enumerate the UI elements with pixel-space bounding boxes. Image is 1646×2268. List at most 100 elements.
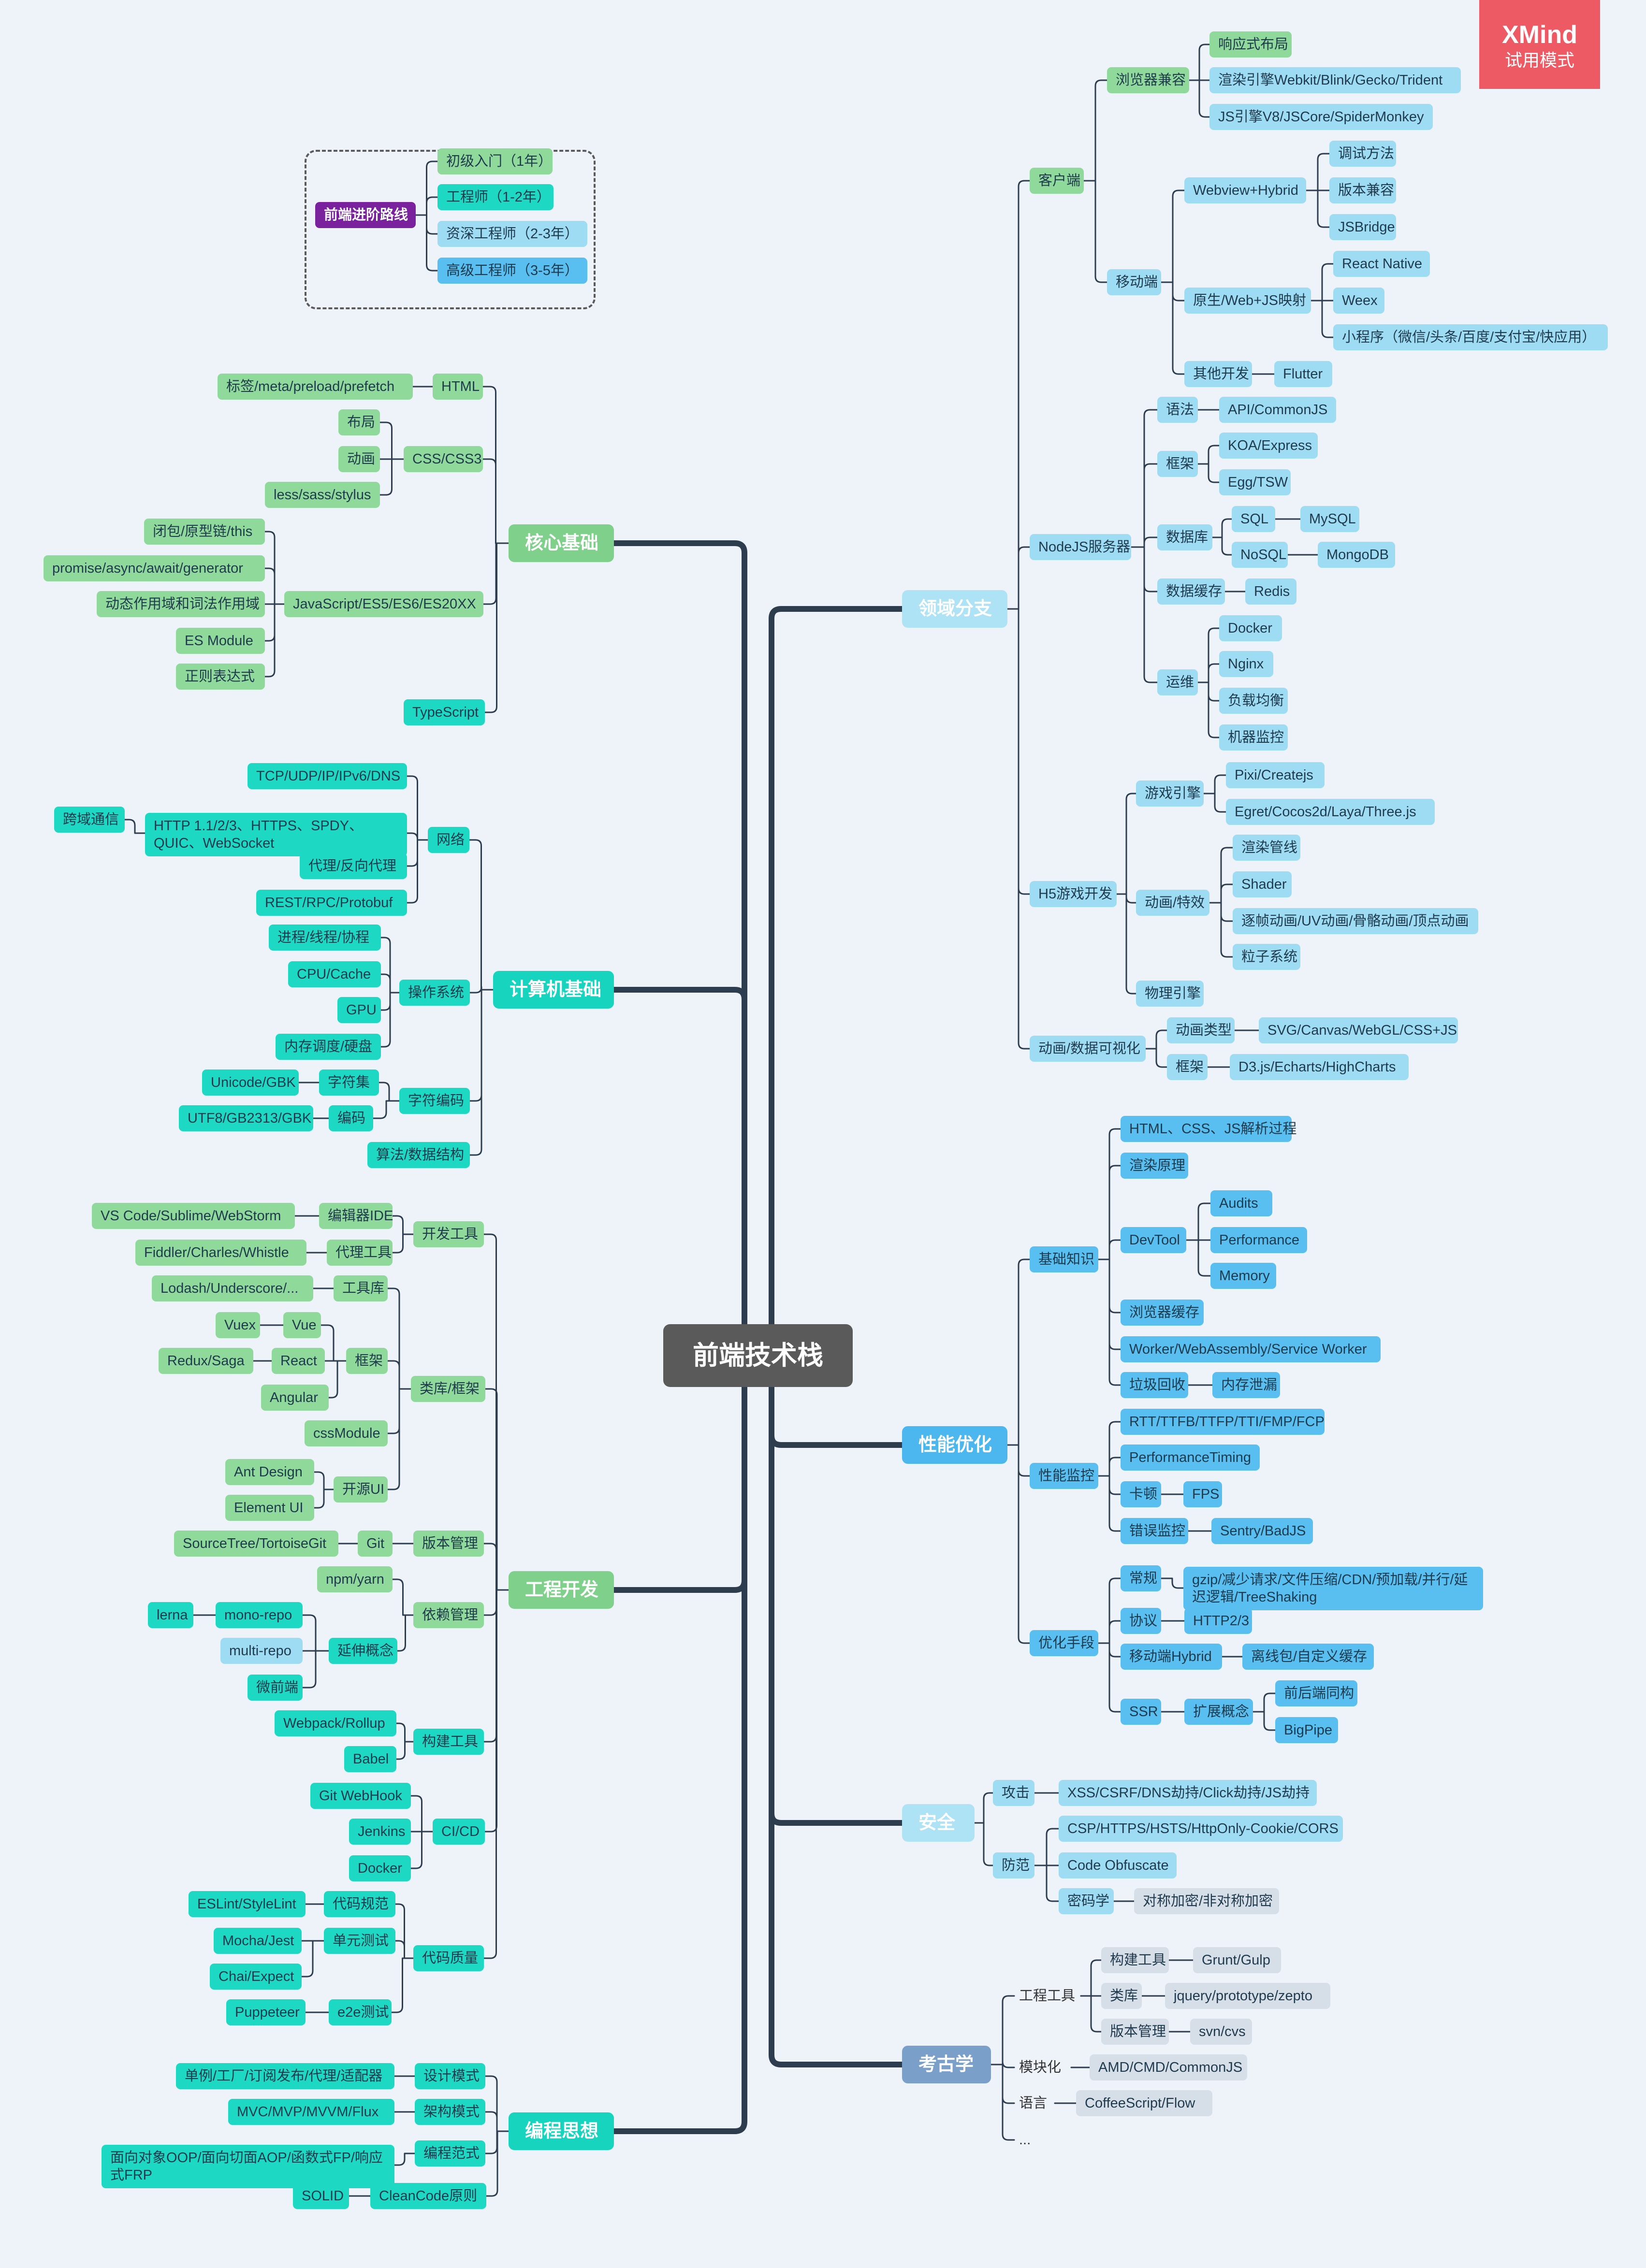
topic-bc-3[interactable]: 编程范式 <box>415 2140 485 2167</box>
topic-dev[interactable]: 开发工具 <box>413 1221 484 1247</box>
topic-cq-3a[interactable]: Puppeteer <box>226 1999 306 2025</box>
topic-node-3a[interactable]: SQL <box>1232 506 1275 532</box>
topic-node-2[interactable]: 框架 <box>1157 451 1198 477</box>
topic-vis-2a[interactable]: D3.js/Echarts/HighCharts <box>1230 1054 1409 1080</box>
topic-xn-1c2[interactable]: Performance <box>1210 1227 1307 1253</box>
topic-aq-2a[interactable]: CSP/HTTPS/HSTS/HttpOnly-Cookie/CORS <box>1059 1816 1343 1842</box>
topic-kg-4[interactable]: ... <box>1019 2132 1031 2148</box>
topic-node-5c[interactable]: 负载均衡 <box>1219 688 1288 714</box>
topic-dep-2a1[interactable]: lerna <box>148 1602 193 1628</box>
topic-bc-1[interactable]: 设计模式 <box>415 2063 485 2089</box>
topic-lib-2c[interactable]: Angular <box>261 1385 329 1411</box>
topic-xn-1[interactable]: 基础知识 <box>1030 1246 1098 1272</box>
topic-cq-2a[interactable]: Mocha/Jest <box>214 1928 302 1954</box>
topic-js[interactable]: JavaScript/ES5/ES6/ES20XX <box>284 591 483 617</box>
topic-bld[interactable]: 构建工具 <box>413 1729 484 1755</box>
topic-h5-1[interactable]: 游戏引擎 <box>1136 780 1204 807</box>
topic-js-2[interactable]: promise/async/await/generator <box>44 555 265 581</box>
topic-bc-4a[interactable]: SOLID <box>293 2183 349 2209</box>
topic-dep[interactable]: 依赖管理 <box>413 1602 484 1628</box>
topic-dep-1[interactable]: npm/yarn <box>317 1566 393 1592</box>
topic-xn-2c1[interactable]: FPS <box>1183 1481 1222 1507</box>
topic-kh-2c1[interactable]: Flutter <box>1274 361 1332 387</box>
topic-kh-2b1[interactable]: React Native <box>1333 251 1430 277</box>
topic-lib-2a[interactable]: Vue <box>283 1312 321 1338</box>
topic-node-3a1[interactable]: MySQL <box>1300 506 1359 532</box>
topic-kh-2b3[interactable]: 小程序（微信/头条/百度/支付宝/快应用） <box>1333 324 1608 350</box>
topic-dep-2a[interactable]: mono-repo <box>216 1602 303 1628</box>
topic-kg-1a1[interactable]: Grunt/Gulp <box>1193 1947 1281 1973</box>
topic-lg1[interactable]: 初级入门（1年） <box>437 148 553 174</box>
topic-bc-2a[interactable]: MVC/MVP/MVVM/Flux <box>228 2099 394 2125</box>
topic-kh-1[interactable]: 浏览器兼容 <box>1107 67 1189 93</box>
topic-node-2a[interactable]: KOA/Express <box>1219 433 1318 459</box>
topic-vis-1a[interactable]: SVG/Canvas/WebGL/CSS+JS <box>1259 1017 1458 1043</box>
topic-bld-2[interactable]: Babel <box>344 1746 396 1772</box>
topic-h5-2d[interactable]: 粒子系统 <box>1233 944 1300 970</box>
topic-lg3[interactable]: 资深工程师（2-3年） <box>437 221 587 247</box>
topic-h5-1b[interactable]: Egret/Cocos2d/Laya/Three.js <box>1226 799 1435 825</box>
topic-bc-2[interactable]: 架构模式 <box>415 2099 485 2125</box>
topic-ver-1a[interactable]: SourceTree/TortoiseGit <box>174 1531 338 1557</box>
topic-kh-2[interactable]: 移动端 <box>1107 269 1161 295</box>
topic-xn-3a[interactable]: 常规 <box>1121 1565 1161 1591</box>
topic-enc-1[interactable]: 字符集 <box>319 1069 379 1096</box>
topic-kh-2a1[interactable]: 调试方法 <box>1329 141 1396 167</box>
topic-aq-1[interactable]: 攻击 <box>993 1780 1034 1806</box>
topic-xn-1c1[interactable]: Audits <box>1210 1190 1272 1216</box>
topic-cq-3[interactable]: e2e测试 <box>329 1999 392 2025</box>
topic-gc[interactable]: 工程开发 <box>509 1571 614 1609</box>
topic-lib-1[interactable]: 工具库 <box>334 1275 388 1301</box>
topic-kg-1c[interactable]: 版本管理 <box>1101 2019 1169 2045</box>
topic-node[interactable]: NodeJS服务器 <box>1030 534 1131 560</box>
topic-xn-2[interactable]: 性能监控 <box>1030 1463 1098 1489</box>
topic-aq[interactable]: 安全 <box>902 1804 975 1842</box>
topic-lib[interactable]: 类库/框架 <box>411 1376 485 1402</box>
topic-xn-2d[interactable]: 错误监控 <box>1121 1518 1188 1544</box>
topic-h5-2a[interactable]: 渲染管线 <box>1233 835 1300 861</box>
topic-kg-1a[interactable]: 构建工具 <box>1101 1947 1169 1973</box>
topic-kg-1c1[interactable]: svn/cvs <box>1190 2019 1252 2045</box>
topic-os[interactable]: 操作系统 <box>399 980 470 1006</box>
topic-bc-1a[interactable]: 单例/工厂/订阅发布/代理/适配器 <box>176 2063 394 2089</box>
topic-kh-1b[interactable]: 渲染引擎Webkit/Blink/Gecko/Trident <box>1209 67 1461 93</box>
topic-node-3b[interactable]: NoSQL <box>1232 542 1288 568</box>
topic-node-1[interactable]: 语法 <box>1157 397 1198 423</box>
topic-os-1[interactable]: 进程/线程/协程 <box>269 925 381 951</box>
topic-node-4[interactable]: 数据缓存 <box>1157 578 1225 605</box>
topic-xn-2d1[interactable]: Sentry/BadJS <box>1211 1518 1313 1544</box>
topic-os-3[interactable]: GPU <box>337 997 381 1023</box>
central-topic[interactable]: 前端技术栈 <box>663 1324 853 1387</box>
topic-html-1[interactable]: 标签/meta/preload/prefetch <box>218 374 413 400</box>
topic-node-4a[interactable]: Redis <box>1245 578 1296 605</box>
topic-xn-3d1[interactable]: 扩展概念 <box>1184 1699 1253 1725</box>
topic-jsj[interactable]: 计算机基础 <box>493 971 614 1009</box>
topic-net-3[interactable]: 代理/反向代理 <box>300 853 407 879</box>
topic-kg-3a[interactable]: CoffeeScript/Flow <box>1076 2090 1212 2116</box>
topic-h5-2[interactable]: 动画/特效 <box>1136 890 1209 916</box>
topic-kh-2a[interactable]: Webview+Hybrid <box>1184 177 1306 203</box>
topic-cq-1[interactable]: 代码规范 <box>324 1891 395 1917</box>
topic-xn-3d1b[interactable]: BigPipe <box>1275 1717 1338 1743</box>
topic-dev-1a[interactable]: VS Code/Sublime/WebStorm <box>92 1203 295 1229</box>
topic-kh[interactable]: 客户端 <box>1030 168 1084 194</box>
topic-aq-1a[interactable]: XSS/CSRF/DNS劫持/Click劫持/JS劫持 <box>1059 1780 1317 1806</box>
topic-h5[interactable]: H5游戏开发 <box>1030 881 1117 907</box>
topic-kg-1[interactable]: 工程工具 <box>1019 1988 1076 2004</box>
topic-h5-2b[interactable]: Shader <box>1233 871 1292 897</box>
topic-aq-2b[interactable]: Code Obfuscate <box>1059 1852 1177 1878</box>
topic-bc[interactable]: 编程思想 <box>509 2112 614 2150</box>
topic-dev-1[interactable]: 编辑器IDE <box>319 1203 393 1229</box>
topic-ci-3[interactable]: Docker <box>349 1855 411 1881</box>
topic-xn-1d[interactable]: 浏览器缓存 <box>1121 1300 1204 1326</box>
topic-node-5b[interactable]: Nginx <box>1219 651 1273 677</box>
topic-vis-1[interactable]: 动画类型 <box>1167 1017 1235 1043</box>
topic-lib-4b[interactable]: Element UI <box>225 1495 314 1521</box>
topic-js-1[interactable]: 闭包/原型链/this <box>144 519 265 545</box>
topic-ci[interactable]: CI/CD <box>433 1819 485 1845</box>
topic-kg-1b[interactable]: 类库 <box>1101 1983 1142 2009</box>
topic-enc-2[interactable]: 编码 <box>329 1105 373 1131</box>
topic-kg-2a[interactable]: AMD/CMD/CommonJS <box>1090 2054 1247 2080</box>
topic-lib-2b1[interactable]: Redux/Saga <box>159 1348 253 1374</box>
topic-aq-2c1[interactable]: 对称加密/非对称加密 <box>1134 1888 1279 1914</box>
